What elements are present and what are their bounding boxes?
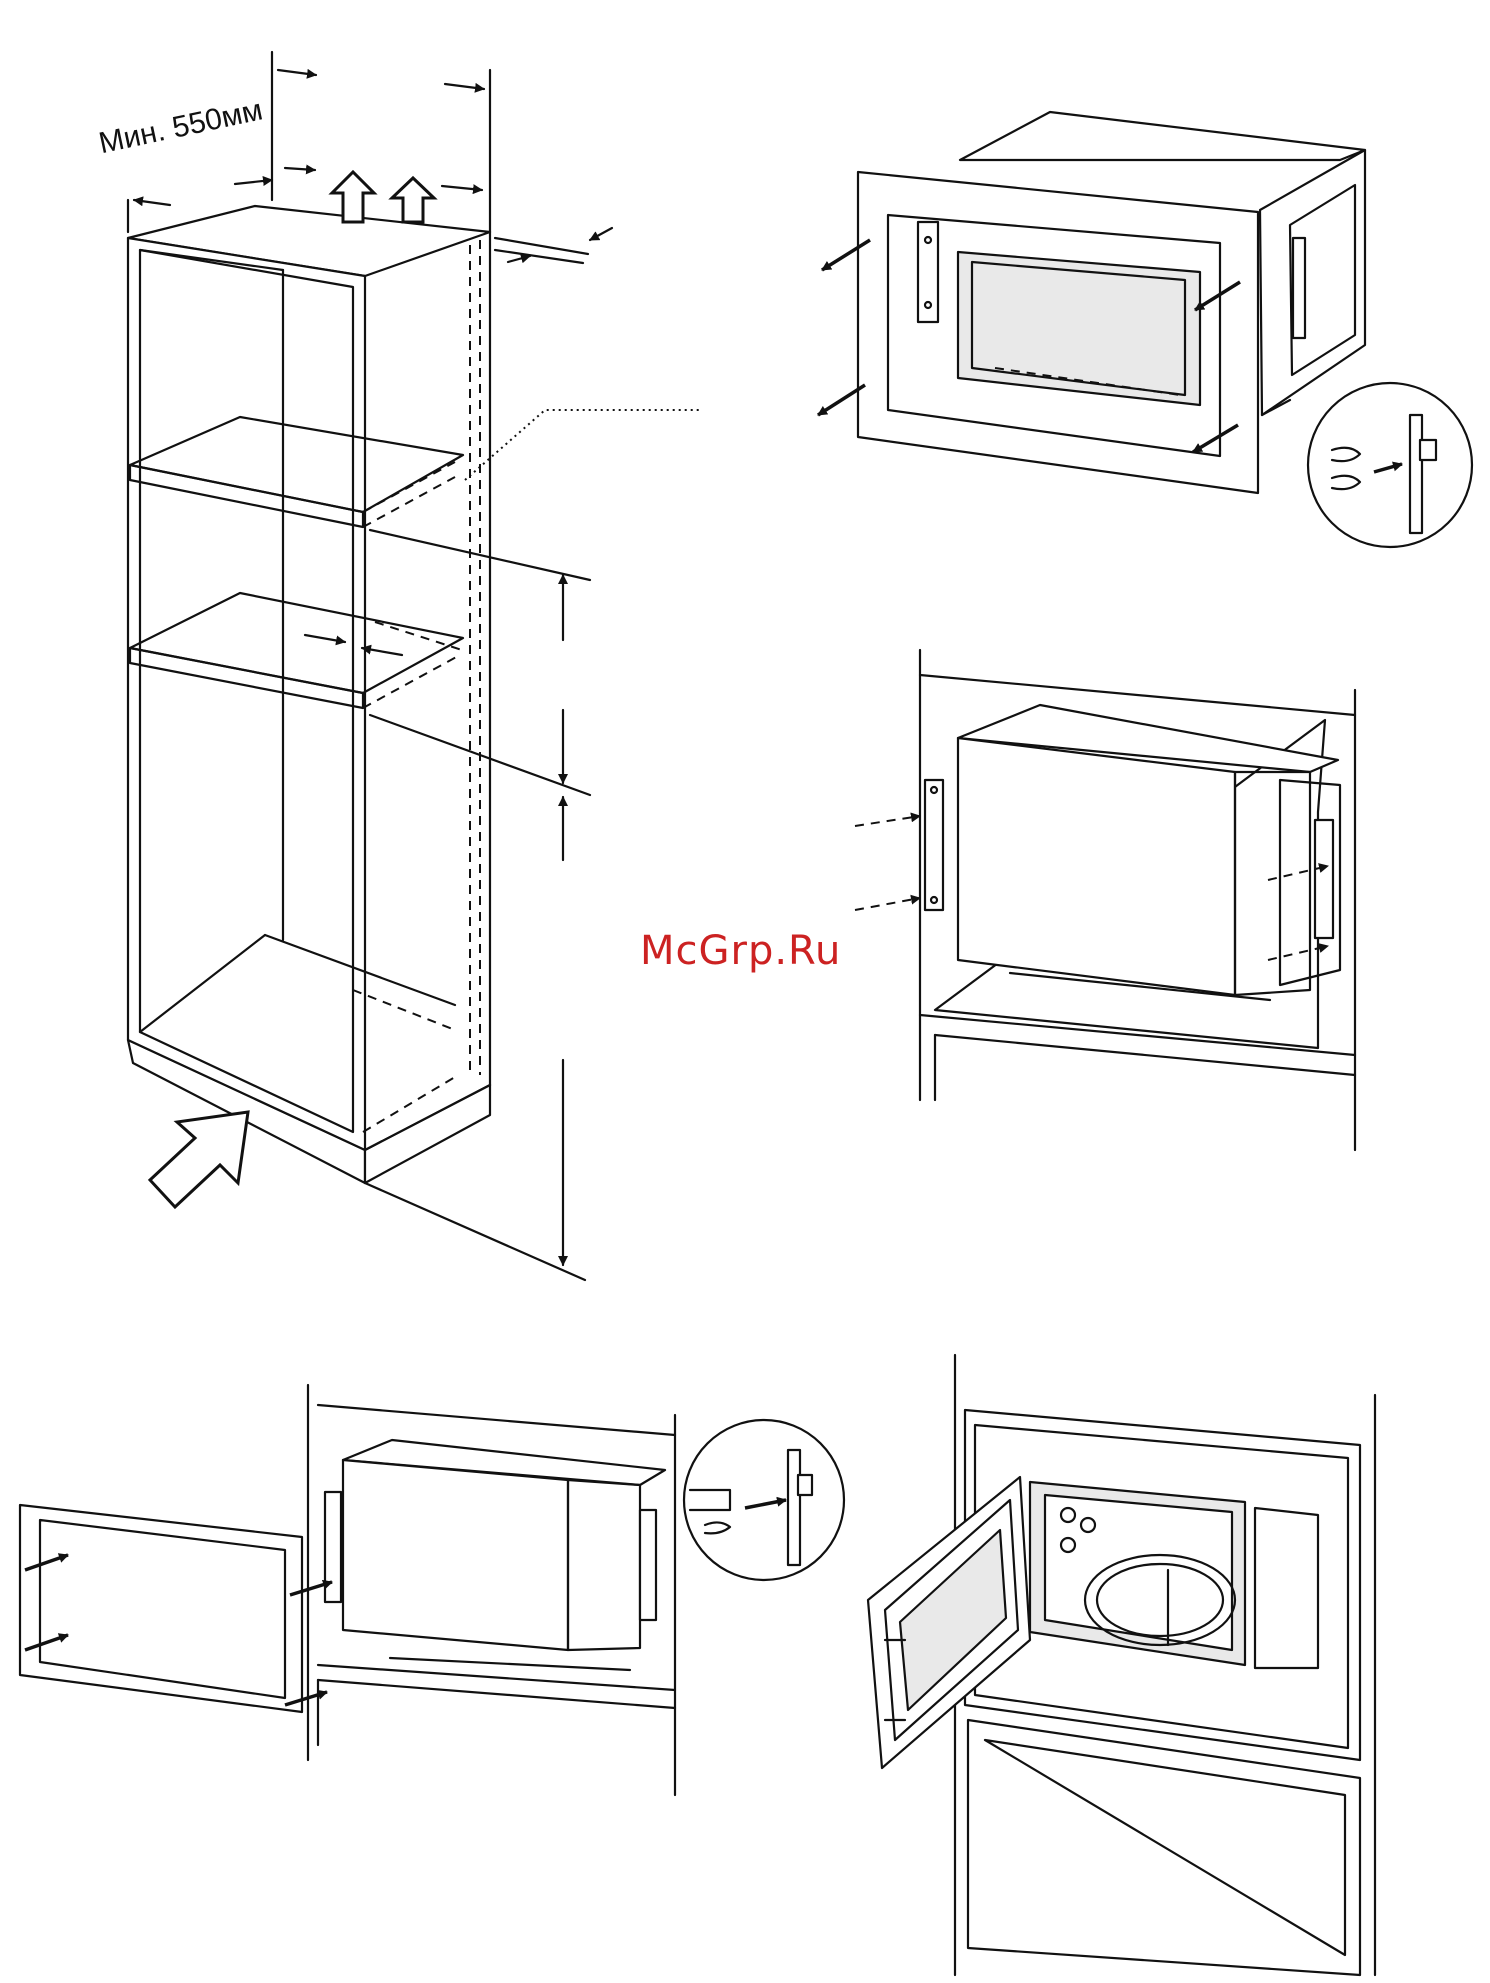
microwave-in-cabinet-figure (855, 650, 1355, 1150)
cabinet-dimensions-figure (128, 52, 700, 1280)
frame-removal-figure (818, 112, 1472, 547)
installed-microwave-figure (868, 1355, 1375, 1975)
frame-attachment-figure (20, 1385, 844, 1795)
watermark-text: McGrp.Ru (640, 928, 841, 974)
